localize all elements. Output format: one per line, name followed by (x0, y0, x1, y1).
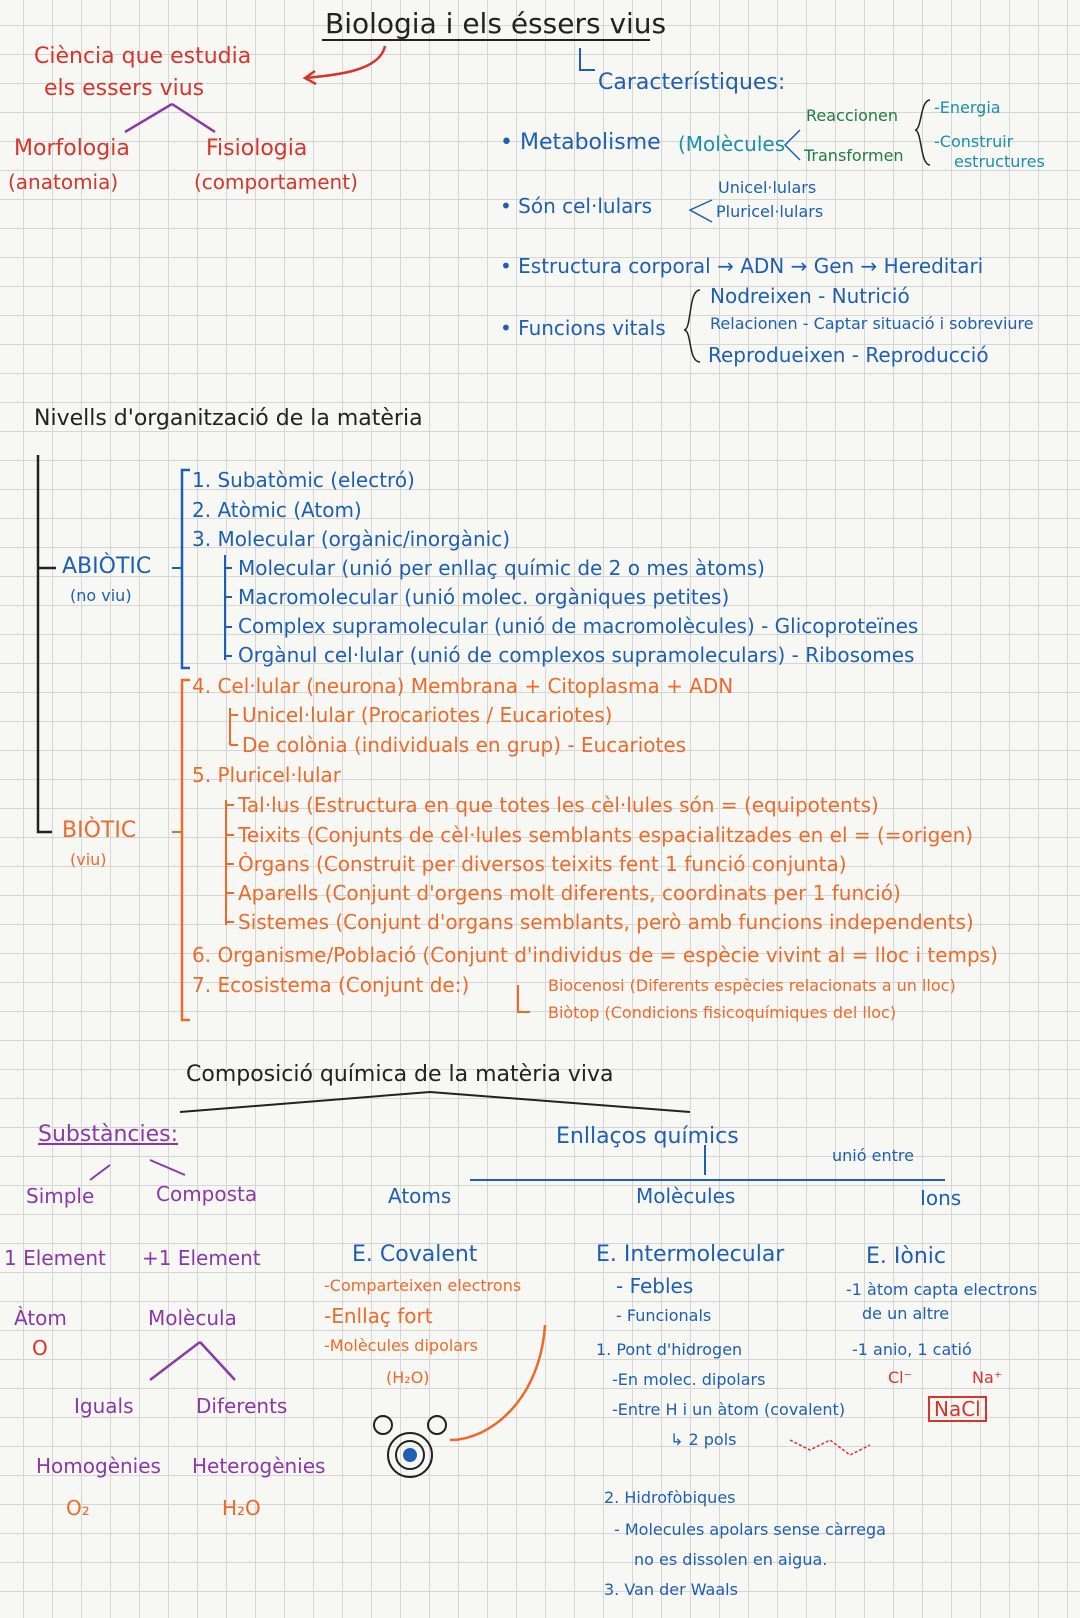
nivell-5: 5. Pluricel·lular (192, 763, 341, 787)
metabolisme-label: • Metabolisme (500, 130, 661, 155)
nivell-3d: Orgànul cel·lular (unió de complexos sup… (238, 643, 915, 667)
estructures-label: estructures (954, 152, 1045, 171)
funcions-label: • Funcions vitals (500, 316, 666, 340)
energia-label: -Energia (934, 98, 1001, 117)
no-viu-label: (no viu) (70, 586, 132, 605)
molecula-label: Molècula (148, 1306, 237, 1330)
molecules-label: (Molècules (678, 132, 786, 156)
nivell-5a: Tal·lus (Estructura en que totes les cèl… (238, 793, 879, 817)
atoms-label: Atoms (388, 1184, 452, 1208)
nivell-2: 2. Atòmic (Atom) (192, 498, 362, 522)
composicio-heading: Composició química de la matèria viva (186, 1062, 614, 1087)
covalent-2: -Enllaç fort (324, 1304, 433, 1328)
nivell-1: 1. Subatòmic (electró) (192, 468, 415, 492)
nacl-formula: NaCl (928, 1396, 987, 1422)
sodium-ion: Na⁺ (972, 1368, 1003, 1387)
nivell-3a: Molecular (unió per enllaç químic de 2 o… (238, 556, 765, 580)
composta-label: Composta (156, 1182, 258, 1206)
biotop-label: Biòtop (Condicions fisicoquímiques del l… (548, 1003, 897, 1022)
reaccionen-label: Reaccionen (806, 106, 898, 125)
abiotic-label: ABIÒTIC (62, 554, 152, 579)
relacionen-label: Relacionen - Captar situació i sobreviur… (710, 314, 1034, 333)
covalent-heading: E. Covalent (352, 1242, 478, 1267)
intermolecular-2: - Funcionals (616, 1306, 712, 1325)
intermolecular-4: -En molec. dipolars (612, 1370, 766, 1389)
cellulars-label: • Són cel·lulars (500, 194, 653, 218)
diferents-label: Diferents (196, 1394, 288, 1418)
ionic-heading: E. Iònic (866, 1244, 946, 1269)
h2o-formula: H₂O (222, 1496, 261, 1520)
atom-label: Àtom (14, 1306, 67, 1330)
biotic-label: BIÒTIC (62, 818, 137, 843)
nivell-4b: De colònia (individuals en grup) - Eucar… (242, 733, 687, 757)
nivell-6: 6. Organisme/Població (Conjunt d'individ… (192, 943, 998, 967)
element-1-label: 1 Element (4, 1246, 106, 1270)
covalent-3: -Molècules dipolars (324, 1336, 479, 1355)
intermolecular-8: - Molecules apolars sense càrrega (614, 1520, 886, 1539)
ionic-3: -1 anio, 1 catió (852, 1340, 972, 1359)
ions-label: Ions (920, 1186, 962, 1210)
nivell-7: 7. Ecosistema (Conjunt de:) (192, 973, 470, 997)
chloride-ion: Cl⁻ (888, 1368, 913, 1387)
construir-label: -Construir (934, 132, 1014, 151)
biocenosi-label: Biocenosi (Diferents espècies relacionat… (548, 976, 956, 995)
covalent-1: -Comparteixen electrons (324, 1276, 522, 1295)
science-line-1: Ciència que estudia (34, 44, 252, 69)
page-title: Biologia i els éssers vius (325, 7, 667, 40)
covalent-4: (H₂O) (386, 1368, 430, 1387)
unicellulars-label: Unicel·lulars (718, 178, 817, 197)
morfologia-label: Morfologia (14, 136, 130, 161)
nivell-5d: Aparells (Conjunt d'orgens molt diferent… (238, 881, 901, 905)
nivell-3: 3. Molecular (orgànic/inorgànic) (192, 527, 511, 551)
simple-label: Simple (26, 1184, 95, 1208)
nivell-4: 4. Cel·lular (neurona) Membrana + Citopl… (192, 674, 734, 698)
unio-entre-label: unió entre (832, 1146, 914, 1165)
nivell-3c: Complex supramolecular (unió de macromol… (238, 614, 919, 638)
intermolecular-6: ↳ 2 pols (670, 1430, 737, 1449)
nodreixen-label: Nodreixen - Nutrició (710, 284, 910, 308)
comportament-label: (comportament) (194, 170, 358, 194)
caracteristiques-heading: Característiques: (598, 70, 786, 95)
homogenies-label: Homogènies (36, 1454, 161, 1478)
nivell-5e: Sistemes (Conjunt d'organs semblants, pe… (238, 910, 974, 934)
intermolecular-9: no es dissolen en aigua. (634, 1550, 828, 1569)
atom-symbol: O (32, 1336, 48, 1360)
ionic-2: de un altre (862, 1304, 950, 1323)
intermolecular-3: 1. Pont d'hidrogen (596, 1340, 743, 1359)
intermolecular-heading: E. Intermolecular (596, 1242, 785, 1267)
transformen-label: Transformen (804, 146, 904, 165)
intermolecular-1: - Febles (616, 1274, 694, 1298)
enllacos-heading: Enllaços químics (556, 1124, 739, 1149)
molecules-comp-label: Molècules (636, 1184, 736, 1208)
nivell-5b: Teixits (Conjunts de cèl·lules semblants… (238, 823, 974, 847)
nivells-heading: Nivells d'organització de la matèria (34, 406, 423, 431)
nivell-3b: Macromolecular (unió molec. orgàniques p… (238, 585, 730, 609)
viu-label: (viu) (70, 850, 107, 869)
nivell-4a: Unicel·lular (Procariotes / Eucariotes) (242, 703, 613, 727)
pluricellulars-label: Pluricel·lulars (716, 202, 824, 221)
fisiologia-label: Fisiologia (206, 136, 308, 161)
intermolecular-5: -Entre H i un àtom (covalent) (612, 1400, 846, 1419)
substancies-heading: Substàncies: (38, 1122, 179, 1147)
iguals-label: Iguals (74, 1394, 134, 1418)
intermolecular-10: 3. Van der Waals (604, 1580, 738, 1599)
anatomia-label: (anatomia) (8, 170, 119, 194)
intermolecular-7: 2. Hidrofòbiques (604, 1488, 736, 1507)
reprodueixen-label: Reprodueixen - Reproducció (708, 343, 989, 367)
estructura-label: • Estructura corporal → ADN → Gen → Here… (500, 254, 984, 278)
science-line-2: els essers vius (44, 76, 205, 101)
heterogenies-label: Heterogènies (192, 1454, 326, 1478)
element-2-label: +1 Element (142, 1246, 261, 1270)
ionic-1: -1 àtom capta electrons (846, 1280, 1038, 1299)
o2-formula: O₂ (66, 1496, 90, 1520)
nivell-5c: Òrgans (Construit per diversos teixits f… (238, 852, 847, 876)
